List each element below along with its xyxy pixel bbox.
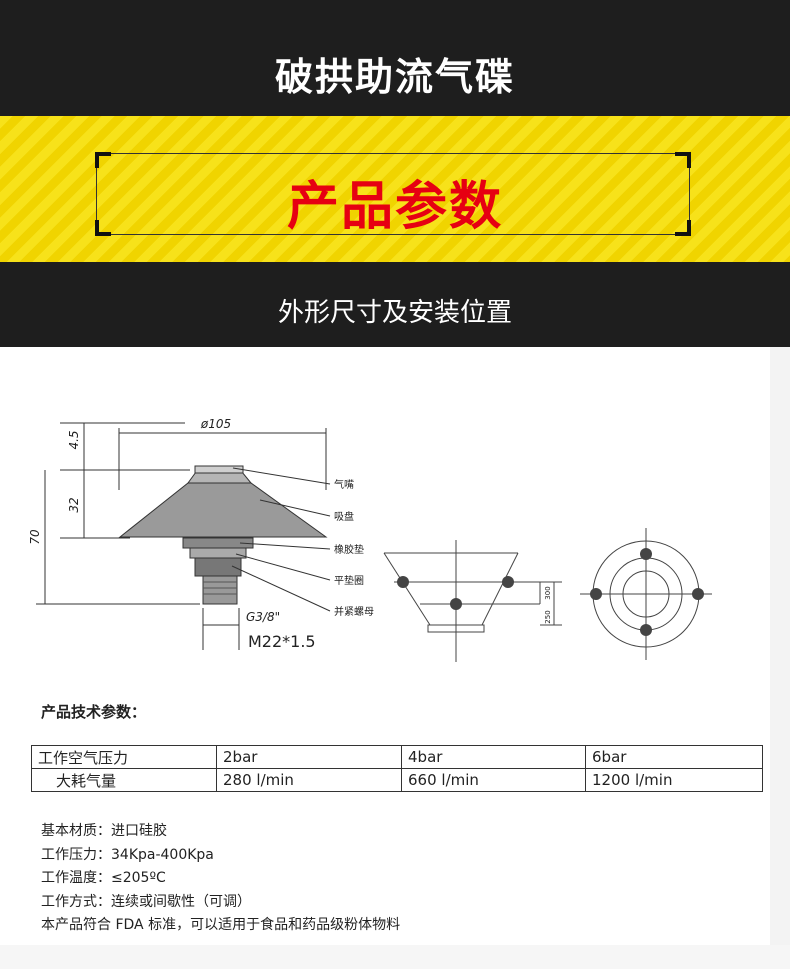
leader-line xyxy=(239,542,331,550)
section-header-title: 外形尺寸及安装位置 xyxy=(277,298,512,328)
bottom-strip xyxy=(0,945,790,969)
frame-corner xyxy=(95,220,111,236)
frame-corner xyxy=(95,152,111,168)
table-row: 大耗气量 280 l/min 660 l/min 1200 l/min xyxy=(31,768,763,792)
note-line: 本产品符合 FDA 标准，可以适用于食品和药品级粉体物料 xyxy=(41,917,401,933)
technical-drawing: ø105 4.5 32 70 G3/8" M22*1.5 气嘴 吸盘 橡胶垫 平… xyxy=(28,417,712,662)
note-line: 基本材质：进口硅胶 xyxy=(41,823,167,839)
part-label-flat-washer: 平垫圈 xyxy=(334,574,364,587)
banner-frame xyxy=(95,152,691,236)
table-row: 工作空气压力 2bar 4bar 6bar xyxy=(31,745,763,769)
table-cell: 6bar xyxy=(585,745,763,769)
leader-line xyxy=(232,467,331,485)
leader-line xyxy=(235,553,331,581)
banner xyxy=(0,116,790,262)
table-cell: 280 l/min xyxy=(216,768,402,792)
dim-250-label: 250 xyxy=(544,610,552,623)
pad-dot xyxy=(502,576,514,588)
part-label-pad: 吸盘 xyxy=(334,510,354,523)
part-label-lock-nut: 并紧螺母 xyxy=(334,605,374,618)
spec-section-title: 产品技术参数： xyxy=(41,703,147,721)
leader-line xyxy=(231,565,331,612)
suction-pad xyxy=(118,465,328,605)
part-label-rubber-gasket: 橡胶垫 xyxy=(334,543,364,556)
frame-corner xyxy=(675,220,691,236)
dim-total-label: 70 xyxy=(28,529,42,545)
note-line: 工作方式：连续或间歇性（可调） xyxy=(41,893,251,910)
table-cell: 工作空气压力 xyxy=(31,745,217,769)
pad-dot xyxy=(450,598,462,610)
dim-top-label: 4.5 xyxy=(67,430,81,449)
right-margin-strip xyxy=(770,347,790,947)
table-cell: 4bar xyxy=(401,745,586,769)
dim-thread2-label: M22*1.5 xyxy=(248,632,316,651)
page-title: 破拱助流气碟 xyxy=(274,55,515,99)
page-header: 破拱助流气碟 xyxy=(0,0,790,116)
dim-300-label: 300 xyxy=(544,586,552,599)
dim-diameter-label: ø105 xyxy=(200,417,231,431)
pad-dot xyxy=(590,588,602,600)
dim-thread-label: G3/8" xyxy=(246,610,280,624)
table-cell: 大耗气量 xyxy=(31,768,217,792)
hopper-side-view xyxy=(383,540,562,662)
note-line: 工作压力：34Kpa-400Kpa xyxy=(41,846,214,863)
leader-line xyxy=(259,499,331,517)
pad-dot xyxy=(692,588,704,600)
section-header: 外形尺寸及安装位置 xyxy=(0,262,790,347)
spec-table: 工作空气压力 2bar 4bar 6bar 大耗气量 280 l/min 660… xyxy=(31,745,763,792)
table-cell: 1200 l/min xyxy=(585,768,763,792)
frame-corner xyxy=(675,152,691,168)
table-cell: 2bar xyxy=(216,745,402,769)
dim-mid-label: 32 xyxy=(67,497,81,512)
pad-dot xyxy=(397,576,409,588)
banner-title: 产品参数 xyxy=(286,177,503,237)
pad-dot xyxy=(640,624,652,636)
notes-list: 基本材质：进口硅胶 工作压力：34Kpa-400Kpa 工作温度：≤205ºC … xyxy=(41,820,400,938)
part-label-nozzle: 气嘴 xyxy=(334,478,354,491)
pad-dot xyxy=(640,548,652,560)
note-line: 工作温度：≤205ºC xyxy=(41,870,166,886)
table-cell: 660 l/min xyxy=(401,768,586,792)
